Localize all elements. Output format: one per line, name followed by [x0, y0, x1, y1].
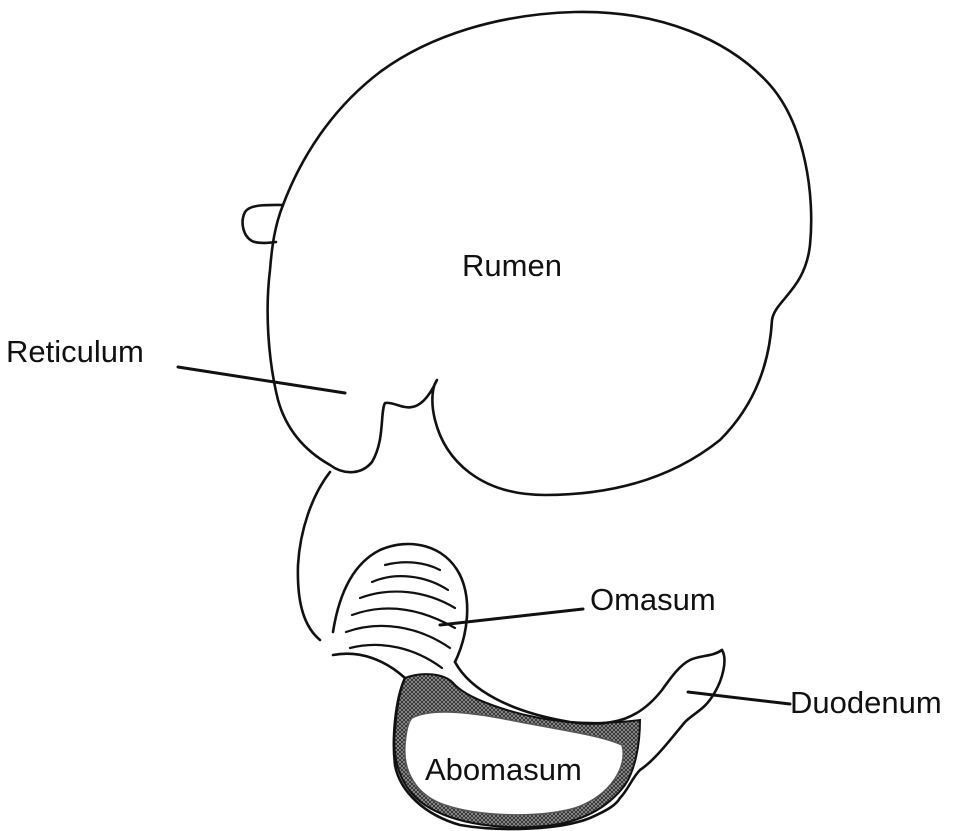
omasum-fold — [385, 562, 440, 570]
omasum-leader-line — [440, 609, 583, 625]
reticulum-label: Reticulum — [6, 336, 144, 367]
rumen-label: Rumen — [462, 250, 562, 281]
reticulum-leader-line — [178, 367, 345, 393]
duodenum-leader-line — [688, 692, 790, 704]
omasum-fold — [360, 592, 455, 608]
abomasum-duodenum-outline — [333, 650, 722, 724]
duodenum-label: Duodenum — [790, 687, 942, 718]
omasum-fold — [372, 576, 448, 590]
abomasum-label: Abomasum — [425, 754, 582, 785]
omasum-label: Omasum — [590, 584, 716, 615]
reticulum-connector — [298, 472, 330, 640]
